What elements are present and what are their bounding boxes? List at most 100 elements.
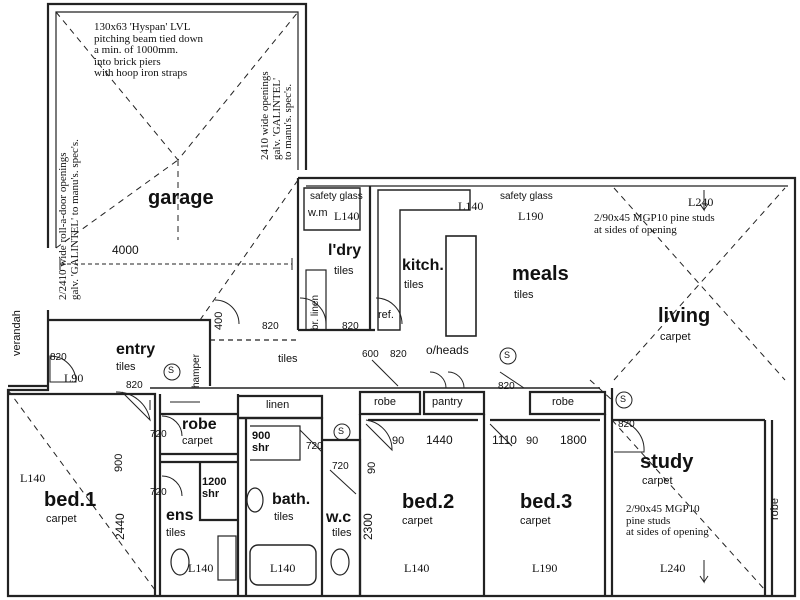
robe-finish: carpet xyxy=(182,435,213,447)
safety-glass-meals: safety glass xyxy=(500,191,553,202)
safety-glass-laundry: safety glass xyxy=(310,191,363,202)
dim-90-bed2: 90 xyxy=(392,435,405,447)
study-door xyxy=(613,419,645,453)
robe-bed2-label: robe xyxy=(374,396,397,408)
dim-900-bed1: 900 xyxy=(113,453,125,472)
entry-finish: tiles xyxy=(116,361,136,373)
room-laundry: l'dry xyxy=(328,242,362,259)
lintel-bed1: L140 xyxy=(20,471,46,485)
dim-90-bed3: 90 xyxy=(526,435,539,447)
smoke-alarm-hall: S xyxy=(338,426,345,436)
meals-finish: tiles xyxy=(514,289,534,301)
dim-robe-door: 720 xyxy=(150,429,167,440)
note-roller-doors-left: 2/2410 wide roll-a-door openings galv. '… xyxy=(57,139,81,300)
verandah-label: verandah xyxy=(11,310,23,356)
robe-door xyxy=(161,415,183,437)
garage-inner-wall xyxy=(55,11,299,248)
bed3-door xyxy=(489,423,513,447)
lintel-bath: L140 xyxy=(270,561,296,575)
wc-door xyxy=(329,469,357,495)
ens-finish: tiles xyxy=(166,527,186,539)
note-roller-doors-right: 2410 wide openings galv. 'GALINTEL' to m… xyxy=(259,71,295,160)
pantry-label: pantry xyxy=(432,396,463,408)
room-ens: ens xyxy=(166,507,194,524)
smoke-alarm xyxy=(163,363,181,381)
bed3-finish: carpet xyxy=(520,515,551,527)
dim-ens-door: 720 xyxy=(150,487,167,498)
dim-study-door: 820 xyxy=(618,419,635,430)
dim-bath-door: 720 xyxy=(306,441,323,452)
lintel-kitchen: L140 xyxy=(458,199,484,213)
dim-2440: 2440 xyxy=(113,513,127,540)
garage-walls xyxy=(46,2,308,248)
linen-label: linen xyxy=(266,399,290,411)
lintel-laundry: L140 xyxy=(334,209,360,223)
dim-2300: 2300 xyxy=(361,513,375,540)
dim-laundry-door: 820 xyxy=(342,321,359,332)
bath-walls xyxy=(238,416,324,596)
lintel-living: L240 xyxy=(688,195,714,209)
bed1-finish: carpet xyxy=(46,513,77,525)
ref-label: ref. xyxy=(378,309,394,321)
bath-tub xyxy=(249,544,317,586)
room-bath: bath. xyxy=(272,491,311,508)
entry-walls xyxy=(8,318,212,388)
room-meals: meals xyxy=(512,263,569,285)
smoke-alarm-entry: S xyxy=(168,365,175,375)
dim-400: 400 xyxy=(213,311,225,330)
dim-kitchen-door: 820 xyxy=(390,349,407,360)
shower-900-label: 900 shr xyxy=(252,430,271,455)
study-finish: carpet xyxy=(642,475,673,487)
room-study: study xyxy=(640,451,694,473)
ens-door xyxy=(161,475,183,497)
bath-door xyxy=(299,429,323,453)
ens-walls xyxy=(160,460,238,522)
kitchen-finish: tiles xyxy=(404,279,424,291)
dim-garage-width: 4000 xyxy=(112,243,139,257)
smoke-alarm-meals: S xyxy=(504,350,511,360)
lintel-meals: L190 xyxy=(518,209,544,223)
hamper-label: hamper xyxy=(191,354,202,388)
living-ceiling-lines xyxy=(613,187,786,381)
dim-entry-door: 820 xyxy=(50,352,67,363)
room-garage: garage xyxy=(148,187,214,209)
robe-bed3-label: robe xyxy=(552,396,575,408)
entry-door xyxy=(49,355,77,383)
robe-ens xyxy=(160,394,240,596)
garage-roof-lines xyxy=(55,11,299,321)
study-walls xyxy=(610,388,774,596)
note-studs-living: 2/90x45 MGP10 pine studs at sides of ope… xyxy=(594,212,715,236)
lintel-study: L240 xyxy=(660,561,686,575)
bed2-door xyxy=(365,419,393,452)
dim-90-wc: 90 xyxy=(366,461,378,474)
oheads-label: o/heads xyxy=(426,343,469,357)
ens-toilet xyxy=(170,548,190,576)
wc-toilet xyxy=(330,548,350,576)
house-outline xyxy=(6,176,797,598)
wc-finish: tiles xyxy=(332,527,352,539)
living-finish: carpet xyxy=(660,331,691,343)
kitchen-bench xyxy=(377,189,471,331)
dim-hall-door: 820 xyxy=(262,321,279,332)
lintel-entry: L90 xyxy=(64,371,84,385)
robe-study-label: robe xyxy=(769,497,781,520)
bed2-bed3-walls xyxy=(358,414,607,596)
dim-1800: 1800 xyxy=(560,433,587,447)
dim-meals-door: 820 xyxy=(498,381,515,392)
room-entry: entry xyxy=(116,341,156,358)
br-linen-label: br. linen xyxy=(310,294,321,330)
bed2-finish: carpet xyxy=(402,515,433,527)
room-bed2: bed.2 xyxy=(402,491,455,513)
laundry-door xyxy=(299,297,327,325)
smoke-alarm-study: S xyxy=(620,394,627,404)
dim-1440: 1440 xyxy=(426,433,453,447)
room-bed3: bed.3 xyxy=(520,491,573,513)
lintel-bed2: L140 xyxy=(404,561,430,575)
lintel-ens: L140 xyxy=(188,561,214,575)
room-living: living xyxy=(658,305,711,327)
room-robe-ens: robe xyxy=(182,416,217,433)
laundry-finish: tiles xyxy=(334,265,354,277)
room-bed1: bed.1 xyxy=(44,489,97,511)
bath-finish: tiles xyxy=(274,511,294,523)
